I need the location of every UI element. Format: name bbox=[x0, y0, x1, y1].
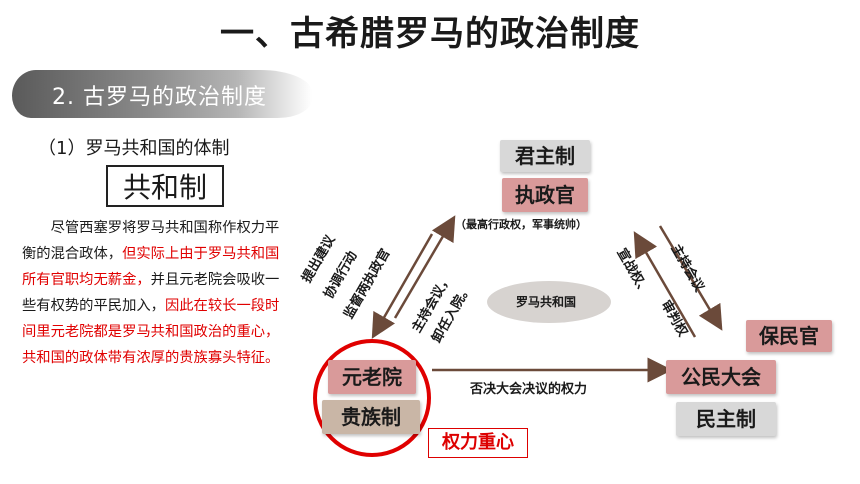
section-banner: 2. 古罗马的政治制度 bbox=[12, 70, 312, 118]
tribune-node: 保民官 bbox=[746, 320, 832, 352]
arrow-assembly-to-consul bbox=[633, 231, 697, 338]
page-title: 一、古希腊罗马的政治制度 bbox=[220, 14, 640, 54]
assembly-node: 公民大会 bbox=[666, 360, 776, 394]
paragraph-highlight-2: 因此在较长一段时间里元老院都是罗马共和国政治的重心，共和国的政体带有浓厚的贵族寡… bbox=[22, 298, 280, 366]
paragraph-text-1: 尽管西塞罗将罗马共和国称作权力平衡的混合政体， bbox=[22, 220, 280, 262]
subheading: （1）罗马共和国的体制 bbox=[38, 138, 230, 159]
center-ellipse bbox=[487, 281, 611, 323]
arrow-consul-to-assembly bbox=[658, 225, 723, 331]
section-title: 2. 古罗马的政治制度 bbox=[52, 85, 267, 110]
aristocracy-label: 贵族制 bbox=[322, 400, 420, 434]
body-paragraph: 尽管西塞罗将罗马共和国称作权力平衡的混合政体，但实际上由于罗马共和国所有官职均无… bbox=[22, 215, 284, 371]
consul-node: 执政官 bbox=[502, 178, 588, 212]
power-center-circle bbox=[313, 339, 431, 457]
power-center-label: 权力重心 bbox=[428, 428, 528, 458]
consul-note: （最高行政权，军事统帅） bbox=[455, 218, 587, 231]
senate-node: 元老院 bbox=[328, 360, 416, 394]
democracy-label: 民主制 bbox=[676, 402, 776, 436]
paragraph-text-2: 并且元老院会吸收一些有权势的平民加入， bbox=[22, 272, 280, 314]
center-label: 罗马共和国 bbox=[516, 295, 577, 309]
ink-brush-background bbox=[12, 70, 312, 118]
paragraph-highlight-1: 但实际上由于罗马共和国所有官职均无薪金， bbox=[22, 246, 280, 288]
arrow-senate-to-consul bbox=[393, 215, 456, 319]
arrow-consul-to-senate bbox=[371, 233, 434, 339]
bottom-arrow-text: 否决大会决议的权力 bbox=[470, 382, 588, 397]
monarchy-label: 君主制 bbox=[500, 140, 590, 172]
boxed-term: 共和制 bbox=[106, 165, 224, 207]
